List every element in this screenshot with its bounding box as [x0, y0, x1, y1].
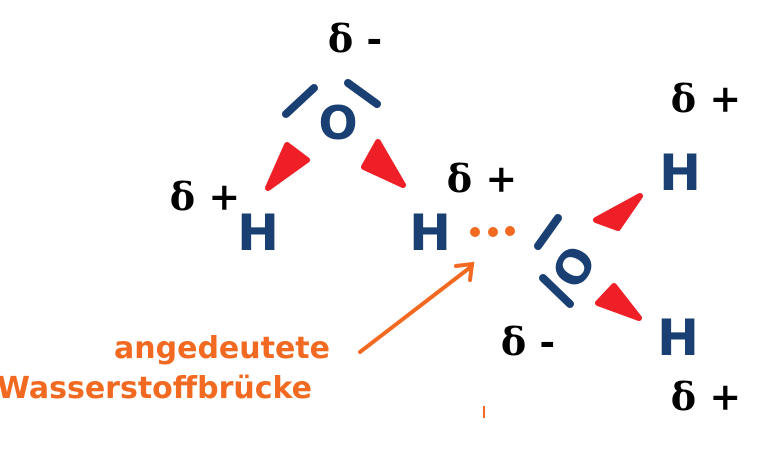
- partial-positive-charge: δ +: [447, 156, 517, 201]
- partial-positive-charge: δ +: [170, 174, 240, 219]
- polar-bond-wedge: [595, 283, 642, 321]
- polar-bond-wedge: [265, 142, 310, 191]
- lone-pair-left: [282, 84, 318, 118]
- partial-positive-charge: δ +: [671, 76, 741, 121]
- lone-pair-bottom: [539, 274, 574, 308]
- lone-pair-top: [534, 214, 562, 250]
- annotation-line-2: Wasserstoffbrücke: [0, 371, 312, 406]
- lone-pair-right: [344, 79, 381, 108]
- polar-bond-wedge: [361, 139, 406, 188]
- water-molecule-right: O H H δ + δ + δ -: [501, 76, 741, 419]
- polar-bond-wedge: [593, 193, 643, 231]
- annotation-arrow: [358, 261, 475, 354]
- oxygen-atom: O: [318, 96, 357, 150]
- annotation-line-1: angedeutete: [114, 331, 330, 366]
- hydrogen-atom: H: [657, 309, 699, 367]
- hydrogen-atom: H: [659, 144, 701, 202]
- water-molecule-left: O H H δ - δ + δ +: [170, 16, 517, 262]
- hydrogen-atom: H: [237, 204, 279, 262]
- partial-negative-charge: δ -: [328, 16, 382, 61]
- partial-positive-charge: δ +: [671, 374, 741, 419]
- partial-negative-charge: δ -: [501, 319, 555, 364]
- hydrogen-atom: H: [409, 204, 451, 262]
- hydrogen-bond-dots: [470, 226, 515, 237]
